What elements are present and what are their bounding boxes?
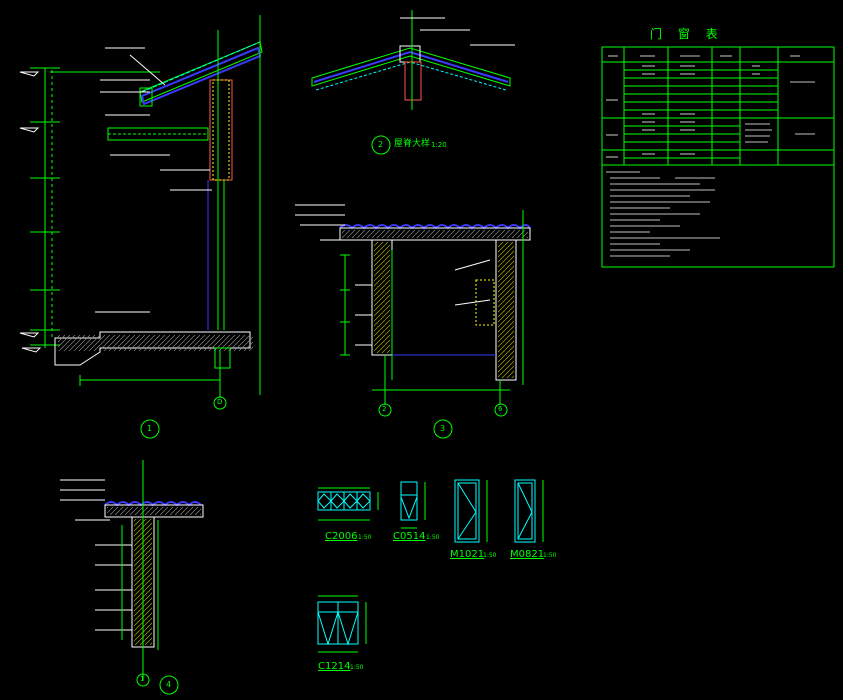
axis-d-label: D xyxy=(217,398,223,406)
window-c0514-scale: 1:50 xyxy=(426,534,440,541)
axis-d-bubble xyxy=(213,396,227,410)
callout-4-label: 4 xyxy=(166,680,172,689)
axis-2-bubble xyxy=(378,403,392,417)
callout-1-circle xyxy=(140,419,160,439)
window-c2006-scale: 1:50 xyxy=(358,534,372,541)
axis-2-label: 2 xyxy=(382,405,387,413)
detail-2-title: 屋脊大样 xyxy=(394,139,431,149)
axis-6-label: 6 xyxy=(498,405,503,413)
window-c2006-label: C2006 xyxy=(325,531,358,542)
callout-3-circle xyxy=(433,419,453,439)
window-c1214-scale: 1:50 xyxy=(350,664,364,671)
window-c1214 xyxy=(317,595,367,653)
door-m0821-label: M0821 xyxy=(510,549,545,560)
axis-6-bubble xyxy=(494,403,508,417)
detail-2-ridge xyxy=(311,10,515,155)
door-m0821 xyxy=(514,479,544,543)
window-c2006 xyxy=(317,487,379,521)
door-m1021 xyxy=(454,479,488,543)
callout-1-label: 1 xyxy=(147,424,153,433)
window-c0514 xyxy=(400,481,426,529)
window-c1214-label: C1214 xyxy=(318,661,351,672)
door-m1021-label: M1021 xyxy=(450,549,485,560)
detail-1-section xyxy=(19,15,263,398)
callout-2-label: 2 xyxy=(378,140,384,149)
callout-3-label: 3 xyxy=(440,424,446,433)
table-title: 门 窗 表 xyxy=(650,27,724,41)
window-c0514-label: C0514 xyxy=(393,531,426,542)
axis-1-bubble xyxy=(136,673,150,687)
door-m1021-scale: 1:50 xyxy=(483,552,497,559)
detail-4-section xyxy=(60,460,204,680)
door-m0821-scale: 1:50 xyxy=(543,552,557,559)
door-window-table xyxy=(601,46,835,268)
detail-2-scale: 1:20 xyxy=(431,141,447,149)
callout-4-circle xyxy=(159,675,179,695)
axis-1-label: 1 xyxy=(140,675,145,683)
detail-3-section xyxy=(295,204,531,405)
